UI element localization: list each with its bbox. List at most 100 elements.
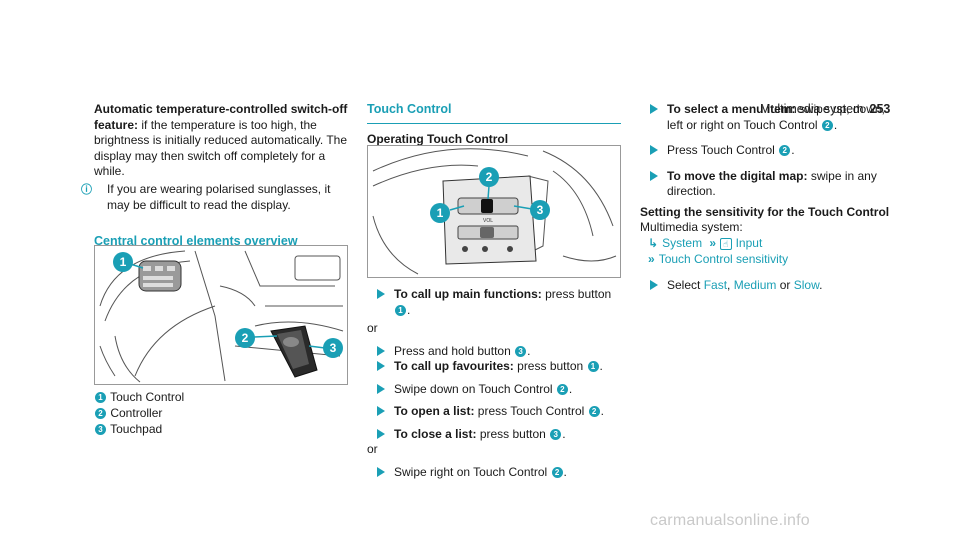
figure-centre-console: 1 2 3 [94, 245, 348, 385]
step-main-functions: To call up main functions: press button … [367, 287, 625, 318]
or-text: or [367, 321, 378, 335]
note-text: If you are wearing polarised sunglasses,… [107, 181, 331, 213]
step-arrow-icon [650, 170, 658, 181]
page-number: 253 [869, 102, 891, 116]
step-open-list: To open a list: press Touch Control 2. [367, 404, 625, 420]
step-bold: To close a list: [394, 426, 477, 441]
step-press-touch: Press Touch Control 2. [640, 143, 894, 159]
figure-touch-control: VOL 1 2 3 [367, 145, 621, 278]
auto-switch-off-paragraph: Automatic temperature-controlled switch-… [94, 102, 348, 180]
path-chevron-icon: » [709, 235, 717, 250]
step-badge: 2 [588, 406, 600, 417]
auto-switch-off-title: Automatic temperature-controlled switch-… [94, 102, 348, 132]
section-title-touch-control: Touch Control [367, 102, 621, 124]
legend-badge: 3 [95, 424, 106, 435]
svg-text:2: 2 [242, 331, 249, 345]
column-middle: Touch Control Operating Touch Control [367, 102, 621, 147]
step-badge: 2 [779, 145, 791, 156]
figure-legend: 1 Touch Control 2 Controller 3 Touchpad [94, 389, 348, 437]
touch-control-panel: VOL [442, 175, 537, 265]
step-badge: 3 [515, 345, 527, 357]
step-press-hold: Press and hold button 3. [367, 344, 625, 360]
step-text: swipe up, down, left or right on Touch C… [667, 102, 885, 132]
step-select-menu: To select a menu item: swipe up, down, l… [640, 102, 894, 133]
watermark: carmanualsonline.info [650, 512, 810, 529]
step-text: press button [545, 287, 612, 301]
path-line-system: ↳System »☝Input [640, 236, 894, 253]
auto-switch-off-text: if the temperature is too high, the brig… [94, 117, 348, 179]
step-arrow-icon [650, 145, 658, 155]
step-bold: To move the digital map: [667, 168, 808, 183]
legend-item: 2 Controller [94, 405, 348, 421]
step-text: Swipe down on Touch Control [394, 381, 553, 396]
step-bold: To open a list: [394, 404, 475, 418]
step-arrow-icon [650, 279, 658, 290]
step-swipe-down: Swipe down on Touch Control 2. [367, 382, 625, 398]
svg-text:2: 2 [486, 170, 493, 184]
svg-text:1: 1 [120, 255, 127, 269]
step-favourites: To call up favourites: press button 1. [367, 359, 625, 375]
path-chevron-icon: » [648, 252, 655, 266]
step-close-list: To close a list: press button 3. [367, 427, 625, 443]
step-badge: 3 [550, 428, 562, 440]
step-badge: 1 [395, 304, 406, 316]
step-bold: To call up favourites: [394, 359, 514, 373]
step-text: press Touch Control [477, 404, 585, 418]
steering-switch-panel [138, 260, 182, 292]
touch-control-illustration: VOL 1 2 3 [372, 148, 617, 275]
column-left: Automatic temperature-controlled switch-… [81, 102, 348, 255]
step-arrow-icon [377, 289, 385, 299]
path-system: System [662, 235, 703, 250]
callout-3: 3 [513, 200, 550, 220]
path-line-sensitivity: »Touch Control sensitivity [640, 252, 894, 268]
legend-item: 1 Touch Control [94, 389, 348, 405]
step-badge: 2 [556, 383, 568, 395]
step-arrow-icon [377, 383, 385, 394]
step-text: press button [479, 426, 546, 441]
option-medium: Medium [733, 277, 777, 292]
step-arrow-icon [377, 406, 385, 416]
column-right: To select a menu item: swipe up, down, l… [640, 102, 894, 293]
hand-icon: ☝ [720, 237, 732, 250]
step-badge: 2 [551, 466, 563, 478]
centre-console-illustration: 1 2 3 [99, 250, 344, 383]
step-select-sensitivity: Select Fast, Medium or Slow. [640, 278, 894, 294]
step-arrow-icon [377, 466, 385, 477]
setting-sensitivity-title: Setting the sensitivity for the Touch Co… [640, 204, 890, 219]
or-word: or [779, 277, 791, 292]
or-text: or [367, 442, 378, 456]
legend-label: Controller [110, 406, 163, 420]
legend-label: Touch Control [110, 390, 185, 404]
option-slow: Slow [793, 277, 820, 292]
step-badge: 2 [821, 119, 833, 131]
callout-3: 3 [308, 338, 343, 358]
step-text: Press Touch Control [667, 143, 775, 157]
step-arrow-icon [377, 345, 385, 356]
callout-1: 1 [113, 252, 144, 272]
path-start-icon: ↳ [648, 235, 659, 250]
step-text: Press and hold button [394, 343, 511, 358]
step-text: swipe in any direction. [667, 168, 877, 199]
step-move-map: To move the digital map: swipe in any di… [640, 169, 894, 200]
option-fast: Fast [703, 277, 728, 292]
legend-badge: 2 [95, 408, 106, 419]
step-badge: 1 [587, 361, 599, 372]
callout-1: 1 [430, 203, 465, 223]
info-icon: ⓘ [81, 183, 92, 196]
note-paragraph: ⓘ If you are wearing polarised sunglasses… [81, 181, 348, 214]
touch-control-steps: To call up main functions: press button … [367, 287, 625, 480]
step-arrow-icon [377, 428, 385, 439]
svg-text:3: 3 [537, 203, 544, 217]
step-text: Swipe right on Touch Control [394, 464, 548, 479]
callout-2: 2 [479, 167, 499, 200]
console-controller [270, 325, 318, 378]
svg-text:1: 1 [437, 206, 444, 220]
callout-2: 2 [235, 328, 278, 348]
step-bold: To select a menu item: [667, 102, 796, 116]
step-arrow-icon [650, 104, 658, 114]
step-text: Select [667, 277, 701, 292]
svg-text:VOL: VOL [483, 218, 493, 224]
legend-badge: 1 [95, 392, 106, 403]
path-input: Input [735, 235, 763, 250]
